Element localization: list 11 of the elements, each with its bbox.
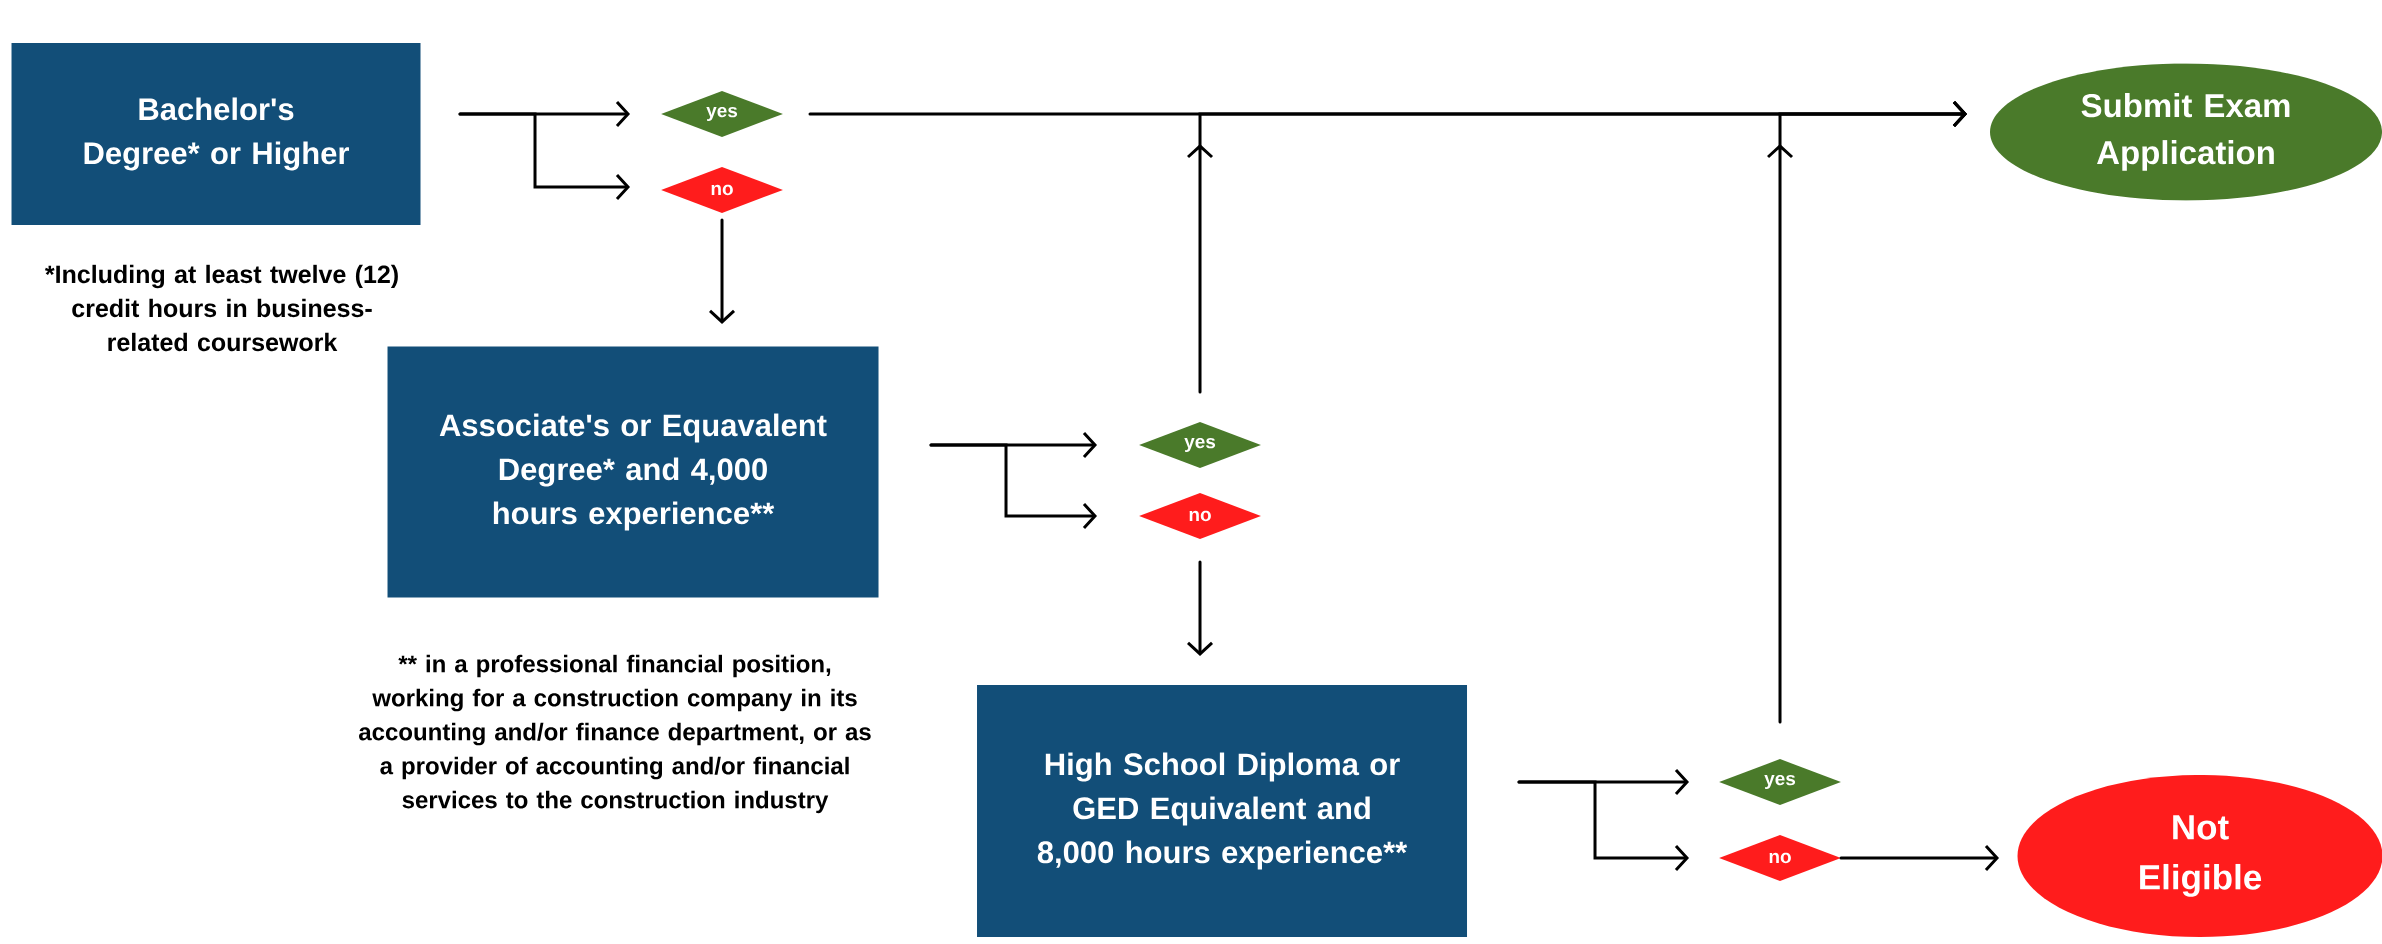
- arrow: [709, 218, 736, 324]
- process-box: High School Diploma or GED Equivalent and 8,000 hours experience**: [977, 685, 1467, 937]
- arrow: [1767, 100, 1967, 724]
- footnote-text: ** in a professional financial position, working for a construction company in its accounting and/or finance department, or as a provider of accounting and/or financial services to the construction industry: [359, 654, 871, 814]
- process-box: Bachelor's Degree* or Higher: [11, 43, 421, 225]
- arrow: [1839, 844, 1999, 871]
- arrow: [458, 112, 630, 200]
- arrow: [1517, 780, 1689, 871]
- arrow: [1187, 560, 1214, 656]
- process-box: Associate's or Equavalent Degree* and 4,000 hours experience**: [387, 346, 879, 598]
- arrow: [929, 443, 1097, 529]
